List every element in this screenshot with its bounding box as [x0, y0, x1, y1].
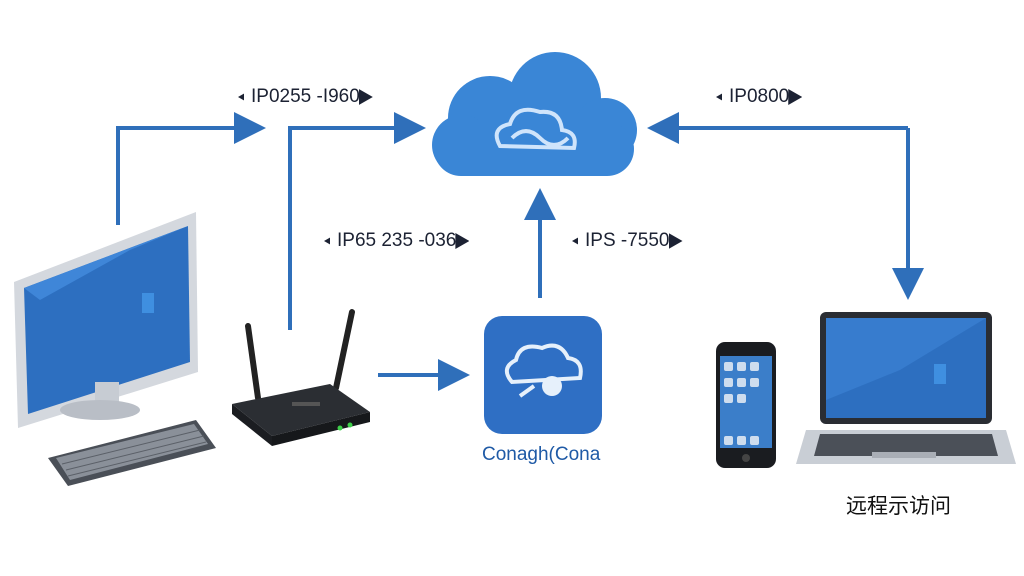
- arrow-desktop-to-up: [116, 112, 266, 225]
- label-router-to-cloud: IP65 235 -036: [330, 230, 464, 252]
- remote-access-label: 远程示访问: [846, 494, 951, 518]
- label-desktop-to-cloud: IP0255 -I960: [244, 86, 367, 108]
- app-name-label: Conagh(Cona: [482, 444, 601, 465]
- arrow-to-cloud-left: [288, 112, 426, 330]
- label-app-to-cloud: IPS -7550: [578, 230, 677, 252]
- label-cloud-to-laptop: IP0800: [722, 86, 797, 108]
